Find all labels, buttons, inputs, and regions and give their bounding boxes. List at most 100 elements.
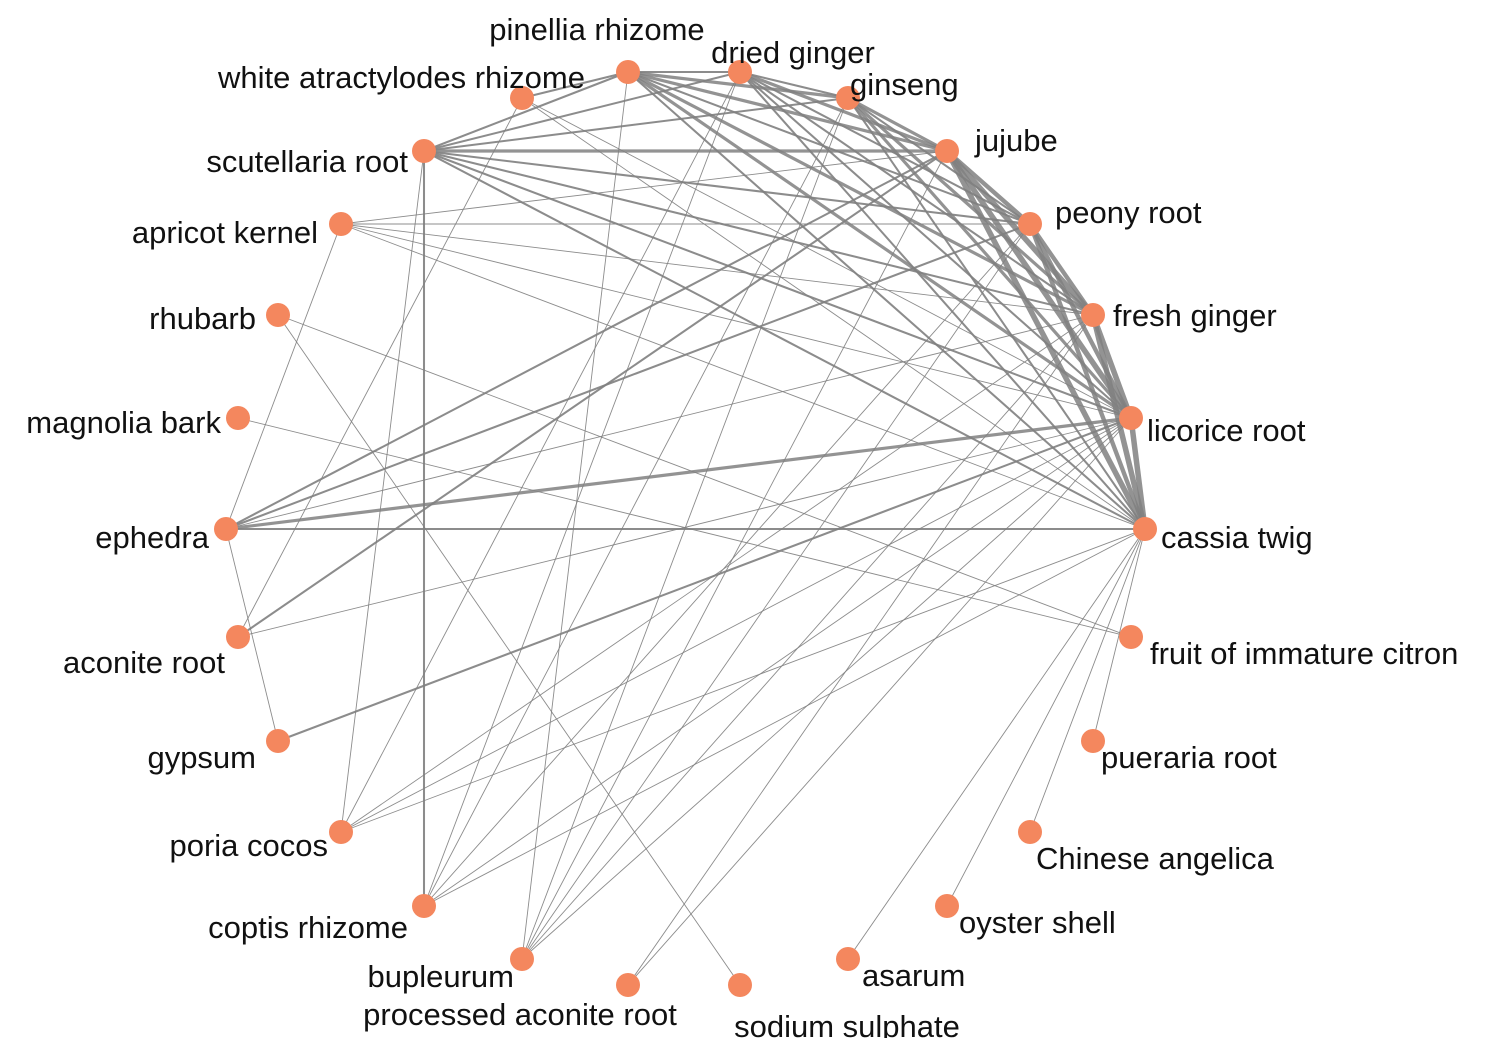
node-jujube [935, 139, 959, 163]
edge-ginseng-cassia [846, 96, 1147, 531]
node-layer [214, 60, 1157, 997]
node-white-atr [510, 86, 534, 110]
edge-scutellaria-ginseng [422, 96, 850, 153]
edge-apricot-jujube [340, 150, 948, 225]
edge-coptis-dried_ginger [423, 71, 741, 907]
node-label-proc-aconite: processed aconite root [363, 997, 677, 1032]
node-label-sodium: sodium sulphate [734, 1009, 960, 1038]
node-cassia [1133, 517, 1157, 541]
edge-pueraria-cassia [1092, 528, 1146, 742]
edge-ephedra-jujube [224, 149, 949, 531]
edge-dried_ginger-cassia [738, 70, 1147, 531]
edge-ginseng-jujube [846, 96, 949, 153]
edge-apricot-licorice [340, 223, 1132, 419]
edge-coptis-peony [423, 223, 1031, 907]
edge-dried_ginger-peony [738, 70, 1032, 226]
edge-rhubarb-sodium [277, 314, 741, 986]
node-coptis [412, 894, 436, 918]
node-label-cassia: cassia twig [1161, 520, 1313, 555]
node-label-aconite: aconite root [63, 645, 225, 680]
edge-scutellaria-peony [422, 149, 1032, 226]
edge-ephedra-licorice [224, 416, 1133, 531]
edge-apricot-ephedra [225, 223, 342, 530]
edge-pinellia-ginseng [626, 70, 850, 100]
edge-pinellia-fresh_ginger [626, 70, 1095, 317]
node-label-ephedra: ephedra [95, 520, 210, 555]
edge-dried_ginger-ginseng [738, 70, 850, 100]
edge-poria-fresh_ginger [340, 314, 1094, 833]
node-label-ginseng: ginseng [850, 67, 959, 102]
node-fruit-citron [1119, 625, 1143, 649]
node-pueraria [1081, 729, 1105, 753]
edge-ginseng-fresh_ginger [846, 96, 1095, 317]
node-label-jujube: jujube [974, 123, 1058, 158]
node-label-gypsum: gypsum [147, 740, 256, 775]
edge-bupleurum-fresh_ginger [521, 314, 1094, 960]
node-gypsum [266, 729, 290, 753]
node-dried-ginger [728, 60, 752, 84]
edge-aconite-licorice [237, 417, 1132, 638]
node-label-oyster: oyster shell [959, 905, 1116, 940]
edge-dried_ginger-fresh_ginger [738, 70, 1095, 317]
node-label-pueraria: pueraria root [1101, 740, 1277, 775]
edge-ginseng-peony [846, 96, 1032, 226]
edge-ephedra-peony [224, 222, 1032, 531]
node-ephedra [214, 517, 238, 541]
node-peony [1018, 212, 1042, 236]
edge-coptis-licorice [423, 417, 1132, 907]
edge-proc_aconite-licorice [627, 417, 1132, 986]
edge-aconite-white_atr [237, 97, 523, 638]
node-rhubarb [266, 303, 290, 327]
edge-ephedra-gypsum [225, 528, 279, 742]
edge-coptis-cassia [423, 528, 1146, 907]
node-scutellaria [412, 139, 436, 163]
node-label-coptis: coptis rhizome [208, 910, 408, 945]
node-label-apricot: apricot kernel [132, 215, 318, 250]
node-pinellia [616, 60, 640, 84]
node-oyster [935, 894, 959, 918]
edge-asarum-cassia [847, 528, 1146, 960]
node-label-white-atr: white atractylodes rhizome [217, 60, 585, 95]
node-licorice [1119, 406, 1143, 430]
edge-bupleurum-licorice [521, 417, 1132, 960]
node-label-asarum: asarum [862, 958, 965, 993]
edge-ephedra-fresh_ginger [225, 314, 1094, 530]
edge-dried_ginger-jujube [738, 70, 949, 153]
node-label-pinellia: pinellia rhizome [489, 12, 704, 47]
edge-fresh_ginger-licorice [1090, 312, 1134, 421]
node-label-scutellaria: scutellaria root [206, 144, 408, 179]
node-label-licorice: licorice root [1147, 413, 1306, 448]
node-magnolia [226, 406, 250, 430]
edge-angelica-cassia [1029, 528, 1146, 833]
edge-pinellia-cassia [626, 70, 1147, 531]
node-bupleurum [510, 947, 534, 971]
edge-bupleurum-ginseng [521, 97, 849, 960]
edge-peony-jujube [944, 148, 1033, 227]
node-label-fruit-citron: fruit of immature citron [1150, 636, 1458, 671]
edge-scutellaria-cassia [422, 149, 1147, 531]
edge-white_atr-licorice [521, 97, 1132, 419]
node-sodium [728, 973, 752, 997]
node-label-angelica: Chinese angelica [1036, 841, 1275, 876]
edge-bupleurum-peony [521, 223, 1031, 960]
node-label-rhubarb: rhubarb [149, 301, 256, 336]
node-aconite [226, 625, 250, 649]
edge-jujube-fresh_ginger [944, 148, 1096, 318]
edge-layer [224, 70, 1148, 986]
node-label-peony: peony root [1055, 195, 1202, 230]
node-label-fresh-ginger: fresh ginger [1113, 298, 1277, 333]
edge-poria-scutellaria [340, 150, 425, 833]
edge-bupleurum-jujube [521, 150, 948, 960]
node-apricot [329, 212, 353, 236]
edge-peony-fresh_ginger [1027, 221, 1096, 318]
edge-scutellaria-pinellia [422, 70, 630, 153]
edge-aconite-jujube [236, 149, 949, 639]
node-asarum [836, 947, 860, 971]
node-proc-aconite [616, 973, 640, 997]
node-label-magnolia: magnolia bark [26, 405, 221, 440]
node-poria [329, 820, 353, 844]
edge-coptis-ginseng [423, 97, 849, 907]
edge-poria-dried_ginger [340, 71, 741, 833]
